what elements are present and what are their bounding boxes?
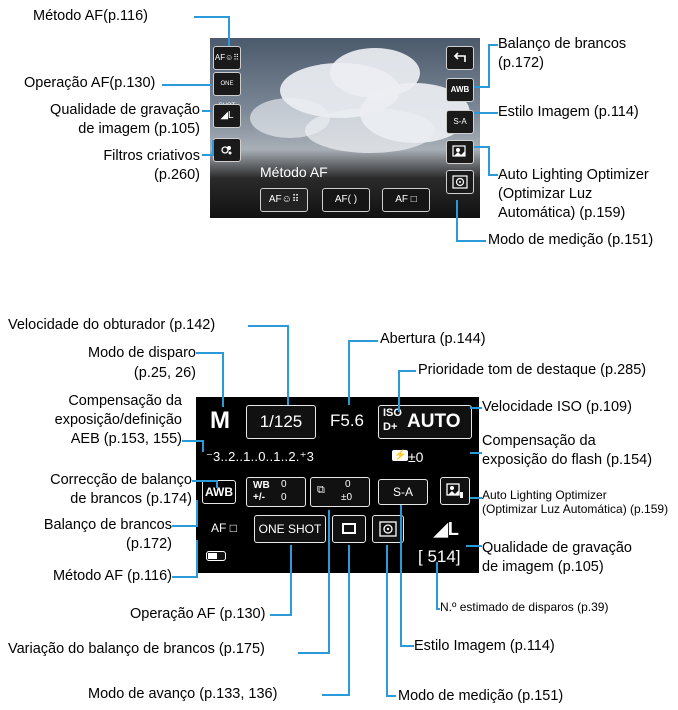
- label-af-operation-bottom: Operação AF (p.130): [130, 605, 265, 624]
- label-quality-bottom-2: de imagem (p.105): [482, 558, 604, 577]
- wb-bracket-a: 0: [345, 479, 351, 490]
- af-method[interactable]: AF □: [202, 515, 246, 543]
- label-wb-bottom-2: (p.172): [0, 535, 172, 554]
- picture-style[interactable]: S-A: [378, 479, 428, 505]
- flash-exposure-comp[interactable]: ⚡ ±0: [378, 445, 472, 471]
- wb-correction[interactable]: WB +/- 0 0: [246, 477, 306, 507]
- label-expcomp-2: exposição/definição: [0, 411, 182, 430]
- drive-mode[interactable]: [332, 515, 366, 543]
- label-filters-2: (p.260): [10, 166, 200, 185]
- label-wb-bottom-1: Balanço de brancos: [0, 516, 172, 535]
- af-operation-icon[interactable]: ONE SHOT: [213, 72, 241, 96]
- white-balance[interactable]: AWB: [202, 480, 236, 504]
- picture-style-icon[interactable]: S-A: [446, 110, 474, 134]
- af-option-flexizone-multi[interactable]: AF( ): [322, 188, 370, 212]
- label-alo-bottom-2: (Optimizar Luz Automática) (p.159): [482, 502, 668, 516]
- quick-control-screen: M 1/125 F5.6 ISO D+ AUTO ⁻3..2..1..0..1.…: [196, 397, 479, 573]
- label-wb-2: (p.172): [498, 54, 544, 73]
- label-picture-style-bottom: Estilo Imagem (p.114): [414, 637, 555, 656]
- label-alo-3: Automática) (p.159): [498, 204, 625, 223]
- af-method-icon[interactable]: AF☺⠿: [213, 46, 241, 70]
- creative-filter-icon[interactable]: [213, 138, 241, 162]
- label-quality-bottom-1: Qualidade de gravação: [482, 539, 632, 558]
- label-alo-2: (Optimizar Luz: [498, 185, 592, 204]
- label-drive-mode: Modo de avanço (p.133, 136): [88, 685, 277, 704]
- wb-bracket-b: ±0: [341, 492, 352, 503]
- label-htp: Prioridade tom de destaque (p.285): [418, 361, 646, 380]
- label-metering-bottom: Modo de medição (p.151): [398, 687, 563, 706]
- label-wbcorr-2: de brancos (p.174): [0, 490, 192, 509]
- shooting-mode[interactable]: M: [202, 405, 238, 437]
- wb-bracket-icon: ⧉: [317, 484, 325, 497]
- label-wbcorr-1: Correcção de balanço: [0, 471, 192, 490]
- iso-speed[interactable]: ISO D+ AUTO: [378, 405, 472, 439]
- label-af-method: Método AF(p.116): [33, 7, 148, 26]
- label-flash-1: Compensação da: [482, 432, 596, 451]
- flash-comp-value: ±0: [408, 449, 423, 465]
- flash-icon: ⚡: [392, 450, 408, 461]
- iso-value: AUTO: [407, 411, 460, 433]
- label-expcomp-1: Compensação da: [0, 392, 182, 411]
- label-wb-bracketing: Variação do balanço de brancos (p.175): [8, 640, 265, 659]
- label-quality-2: de imagem (p.105): [10, 120, 200, 139]
- quality[interactable]: ◢L: [434, 519, 459, 540]
- shots-remaining: [ 514]: [418, 547, 461, 567]
- label-af-operation: Operação AF(p.130): [24, 74, 155, 93]
- label-shutter: Velocidade do obturador (p.142): [8, 316, 215, 335]
- af-method-title: Método AF: [260, 164, 328, 180]
- live-view-screen: AF☺⠿ ONE SHOT ◢L AWB S-A Método AF AF☺⠿ …: [210, 38, 480, 218]
- label-alo-1: Auto Lighting Optimizer: [498, 166, 649, 185]
- alo-icon[interactable]: [446, 140, 474, 164]
- af-operation[interactable]: ONE SHOT: [254, 515, 326, 543]
- label-quality-1: Qualidade de gravação: [10, 101, 200, 120]
- label-filters-1: Filtros criativos: [10, 147, 200, 166]
- quality-icon[interactable]: ◢L: [213, 104, 241, 128]
- af-option-face[interactable]: AF☺⠿: [260, 188, 308, 212]
- label-expcomp-3: AEB (p.153, 155): [0, 430, 182, 449]
- white-balance-icon[interactable]: AWB: [446, 78, 474, 102]
- label-picture-style: Estilo Imagem (p.114): [498, 103, 639, 122]
- label-af-method-bottom: Método AF (p.116): [0, 567, 172, 586]
- exposure-level-scale[interactable]: ⁻3..2..1..0..1..2.⁺3: [206, 449, 314, 465]
- shutter-speed[interactable]: 1/125: [246, 405, 316, 439]
- wb-bracketing[interactable]: ⧉ 0 ±0: [310, 477, 370, 507]
- label-alo-bottom-1: Auto Lighting Optimizer: [482, 488, 607, 502]
- battery-icon: [206, 551, 226, 561]
- label-iso: Velocidade ISO (p.109): [482, 398, 632, 417]
- label-metering: Modo de medição (p.151): [488, 231, 653, 250]
- wb-corr-b: 0: [281, 492, 287, 503]
- return-icon[interactable]: [446, 46, 474, 70]
- af-option-flexizone-single[interactable]: AF □: [382, 188, 430, 212]
- wb-corr-a: 0: [281, 479, 287, 490]
- label-flash-2: exposição do flash (p.154): [482, 451, 652, 470]
- alo-setting[interactable]: [440, 477, 470, 505]
- label-wb-1: Balanço de brancos: [498, 35, 626, 54]
- label-mode-2: (p.25, 26): [0, 364, 196, 383]
- label-mode-1: Modo de disparo: [0, 344, 196, 363]
- label-shots: N.º estimado de disparos (p.39): [440, 600, 608, 614]
- label-aperture: Abertura (p.144): [380, 330, 486, 349]
- metering-icon[interactable]: [446, 170, 474, 194]
- aperture[interactable]: F5.6: [322, 405, 372, 439]
- htp-prefix: D+: [383, 421, 397, 433]
